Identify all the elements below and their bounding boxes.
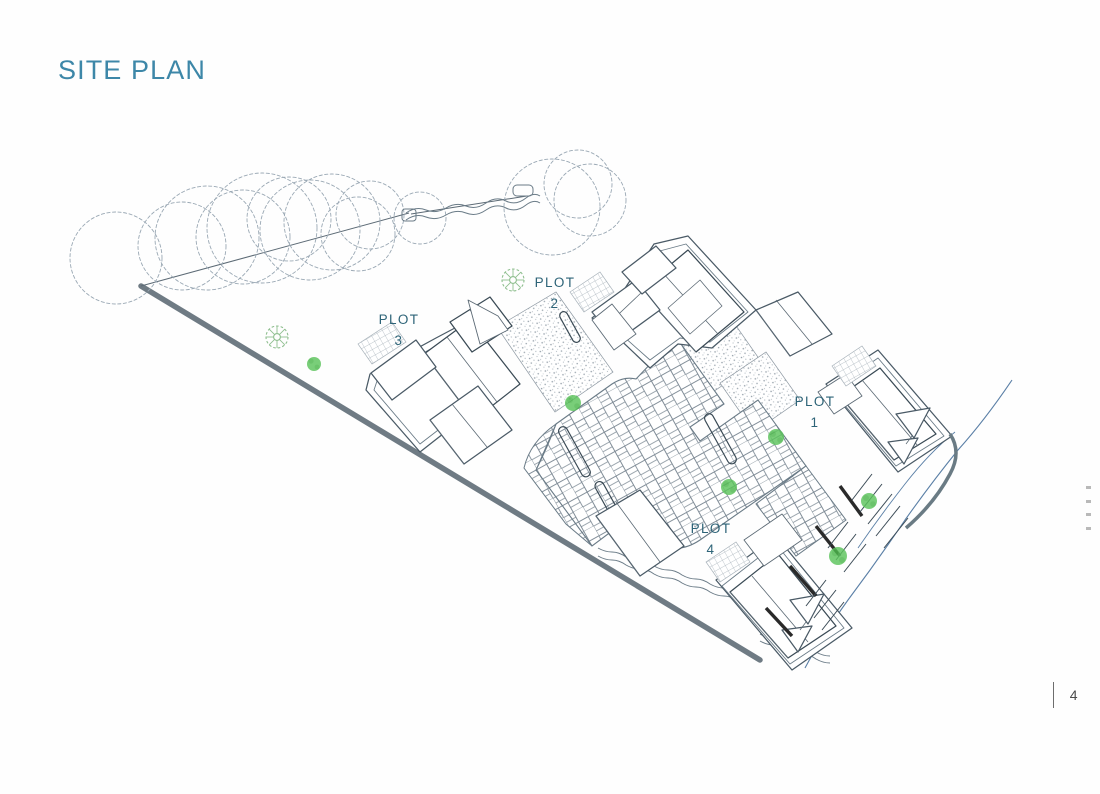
parking-bay-1 xyxy=(838,484,864,518)
path-kerb-4 xyxy=(559,311,581,343)
hedge-south-2 xyxy=(597,555,751,606)
page-footer: 4 xyxy=(1052,682,1078,708)
shrub-2 xyxy=(565,395,581,411)
building-plot-4 xyxy=(595,489,853,671)
patio-plot-1 xyxy=(831,345,877,387)
hedge-end-cap-west xyxy=(401,208,417,222)
building-plot-1 xyxy=(755,291,958,530)
hedge-end-cap-east xyxy=(512,184,534,197)
patio-plot-3 xyxy=(357,321,407,365)
patio-plot-4 xyxy=(705,541,751,583)
paving-wing-west xyxy=(523,422,593,547)
parking-bay-3 xyxy=(788,564,818,598)
page-number: 4 xyxy=(1069,687,1078,703)
crop-mark-4 xyxy=(1086,526,1091,530)
shrub-1 xyxy=(307,357,321,371)
boundary-line-north xyxy=(140,212,410,287)
crop-mark-2 xyxy=(1086,499,1091,503)
existing-tree-canopies xyxy=(69,149,627,305)
crop-mark-3 xyxy=(1086,513,1091,517)
plot-label-2: PLOT 2 xyxy=(534,275,576,311)
proposed-tree-plot-2 xyxy=(501,268,525,292)
plot-label-1: PLOT 1 xyxy=(794,394,836,430)
courtyard-paving xyxy=(535,336,807,549)
parking-bay-4 xyxy=(764,606,794,638)
page-divider-rule xyxy=(1052,682,1054,708)
proposed-trees xyxy=(265,268,525,349)
building-plot-3 xyxy=(365,296,521,465)
plot-label-4: PLOT 4 xyxy=(690,521,732,557)
path-kerb-3 xyxy=(703,413,737,465)
proposed-tree-plot-3 xyxy=(265,325,289,349)
hedge-line-upper xyxy=(405,200,541,221)
patio-plot-2 xyxy=(569,271,615,313)
crop-marks xyxy=(1086,486,1092,530)
page-title: SITE PLAN xyxy=(58,55,206,85)
plot-label-3: PLOT 3 xyxy=(378,312,420,348)
proposed-shrubs xyxy=(307,357,877,565)
path-kerb-1 xyxy=(557,426,591,478)
shrub-6 xyxy=(861,493,877,509)
hedge-line-upper-2 xyxy=(405,193,541,214)
shrub-5 xyxy=(829,547,847,565)
building-footprints xyxy=(365,235,958,671)
patio-paving-grids xyxy=(357,271,877,583)
shrub-4 xyxy=(768,429,784,445)
site-boundary-line xyxy=(138,283,763,663)
shrub-3 xyxy=(721,479,737,495)
road-kerb-east xyxy=(857,431,956,549)
crop-mark-1 xyxy=(1086,486,1091,489)
building-plot-2 xyxy=(591,235,757,369)
